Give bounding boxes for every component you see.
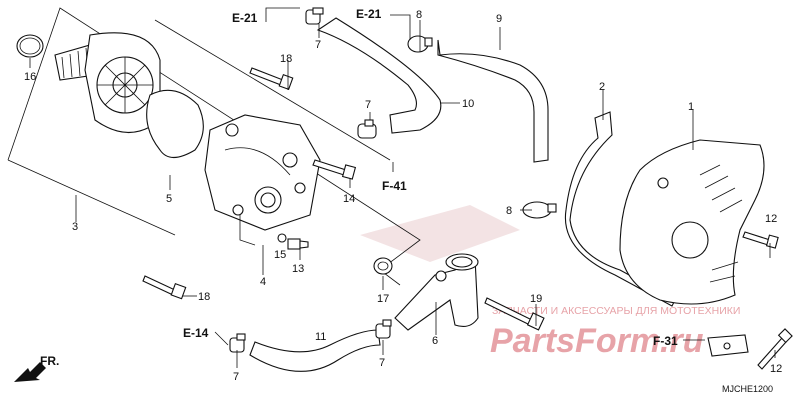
callout-9: 9 [496,13,502,25]
callout-7-top: 7 [315,39,321,51]
o-ring-16 [16,34,44,58]
o-ring-17-inner [377,261,389,271]
o-ring-17 [373,257,393,275]
callout-6: 6 [432,335,438,347]
bolt-12-upper [742,231,779,249]
callout-1: 1 [688,101,694,113]
callout-8-lower: 8 [506,205,512,217]
washer-15 [277,233,287,243]
callout-16: 16 [24,71,36,83]
hose-clamp-8-top [407,35,433,53]
water-pump-impeller [54,32,161,133]
ref-f31: F-31 [653,334,678,348]
callout-19: 19 [530,293,542,305]
gasket-5 [146,89,204,159]
water-pump-cover [204,114,321,231]
callout-3: 3 [72,221,78,233]
watermark-brand: PartsForm.ru [490,322,704,360]
watermark-wing-logo [360,205,520,262]
callout-14: 14 [343,193,355,205]
watermark-tagline: ЗАПЧАСТИ И АКСЕССУАРЫ ДЛЯ МОТОТЕХНИКИ [492,305,740,317]
hose-clamp-7-top [305,7,324,25]
leader-lines [29,7,776,368]
front-label: FR. [40,354,59,368]
ref-e21-left: E-21 [232,11,258,25]
callout-10: 10 [462,98,474,110]
callout-12-lower: 12 [770,363,782,375]
ref-e21-right: E-21 [356,7,382,21]
bolt-12-lower [757,328,793,370]
bolt-18-upper [249,67,294,91]
callout-7-lower-right: 7 [379,357,385,369]
o-ring-16-inner [19,37,41,55]
hose-clamp-7-mid [357,119,377,139]
mounting-tab-hole [723,342,731,350]
bolt-13 [287,238,309,250]
callout-8-top: 8 [416,9,422,21]
callout-18-upper: 18 [280,53,292,65]
front-direction-marker: FR. [14,354,59,382]
callout-17: 17 [377,293,389,305]
callout-13: 13 [292,263,304,275]
water-pump-cover-guard-1 [619,139,765,305]
callout-7-lower-left: 7 [233,371,239,383]
watermark: ЗАПЧАСТИ И АКСЕССУАРЫ ДЛЯ МОТОТЕХНИКИ Pa… [360,205,740,360]
ref-e14: E-14 [183,326,209,340]
group-bracket-3 [7,7,421,286]
callout-4: 4 [260,276,266,288]
hose-10 [316,17,442,134]
callout-7-mid: 7 [365,99,371,111]
ref-f41: F-41 [382,179,407,193]
callout-18-lower: 18 [198,291,210,303]
callout-15: 15 [274,249,286,261]
hose-clamp-7-left [229,333,246,353]
bolt-18-lower [142,275,187,300]
callout-5: 5 [166,193,172,205]
callout-12-upper: 12 [765,213,777,225]
bolt-14 [312,159,357,180]
diagram-code: MJCHE1200 [722,384,773,394]
callout-2: 2 [599,81,605,93]
hose-clamp-7-right [375,319,392,339]
front-arrow-icon [14,362,46,382]
hose-9 [437,39,549,163]
water-pipe-6 [394,253,479,331]
callout-11: 11 [315,331,326,343]
